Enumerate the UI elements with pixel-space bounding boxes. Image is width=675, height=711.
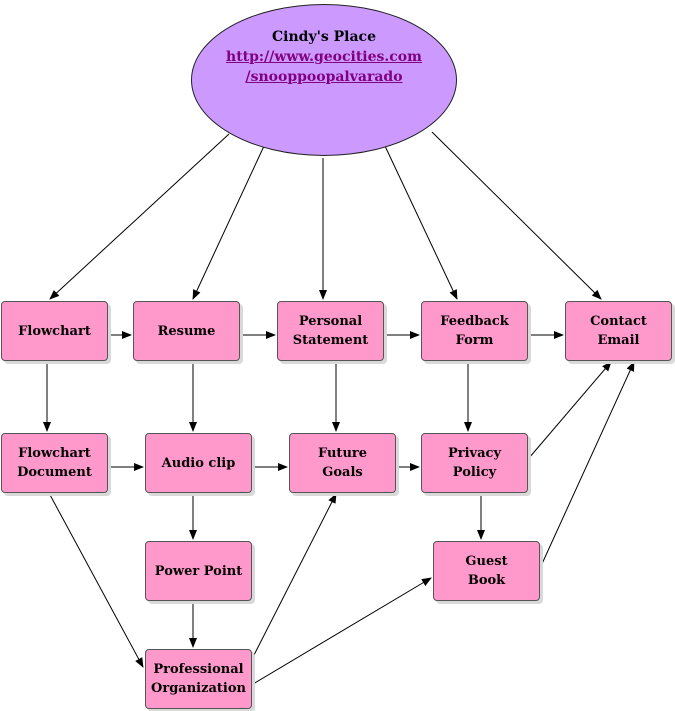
arrow-guest-book-to-contact-email [540,361,635,567]
node-power-point: Power Point [145,541,252,601]
node-personal-statement: Personal Statement [277,301,384,361]
arrow-root-to-feedback-form [384,145,458,300]
node-feedback-form: Feedback Form [421,301,528,361]
arrow-professional-organization-to-future-goals [252,493,337,658]
node-guest-book: Guest Book [433,541,540,601]
node-future-goals: Future Goals [289,433,396,493]
node-audio-clip: Audio clip [145,433,252,493]
node-audio-clip-label: Audio clip [161,455,236,471]
node-resume: Resume [133,301,240,361]
arrow-root-to-contact-email [431,131,602,300]
node-privacy-policy-label: Privacy Policy [447,446,501,480]
node-guest-book-label: Guest Book [465,554,508,588]
node-feedback-form-label: Feedback Form [440,314,509,348]
node-contact-email: Contact Email [565,301,672,361]
node-professional-organization-label: Professional Organization [151,662,246,696]
node-power-point-label: Power Point [154,563,243,579]
node-contact-email-label: Contact Email [590,314,647,348]
node-personal-statement-label: Personal Statement [292,314,369,348]
arrow-professional-organization-to-guest-book [252,577,432,685]
root-title: Cindy's Place [272,29,376,45]
node-resume-label: Resume [157,323,216,339]
root-node-cindys-place: Cindy's Place http://www.geocities.com /… [191,4,457,156]
node-future-goals-label: Future Goals [317,446,368,480]
node-privacy-policy: Privacy Policy [421,433,528,493]
arrow-privacy-policy-to-contact-email [528,361,612,459]
site-url-link-line1[interactable]: http://www.geocities.com [226,49,422,65]
node-flowchart-document: Flowchart Document [1,433,108,493]
arrow-root-to-flowchart [49,133,230,300]
arrow-flowchart-document-to-professional-organization [48,492,144,668]
node-professional-organization: Professional Organization [145,649,252,709]
arrow-root-to-resume [192,145,265,300]
node-flowchart: Flowchart [1,301,108,361]
node-flowchart-document-label: Flowchart Document [17,446,92,480]
site-url-link-line2[interactable]: /snooppoopalvarado [245,69,403,85]
node-flowchart-label: Flowchart [18,323,91,339]
